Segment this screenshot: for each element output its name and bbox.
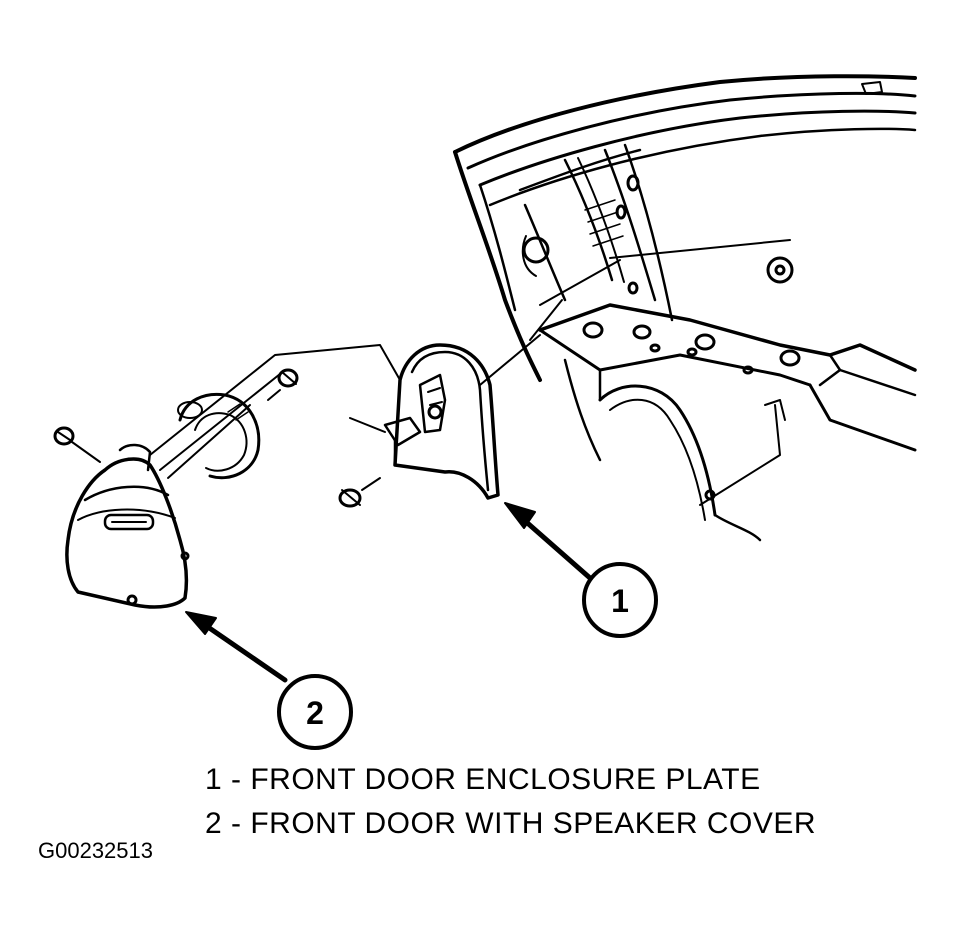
- callout-number-1: 1: [611, 583, 629, 619]
- screw-left: [53, 426, 101, 463]
- callout-arrow-2: [185, 611, 288, 683]
- front-door-enclosure-plate: [338, 334, 541, 508]
- legend-item-1: 1 - FRONT DOOR ENCLOSURE PLATE: [205, 763, 761, 796]
- callout-number-2: 2: [306, 695, 324, 731]
- callout-circle-2: 2: [277, 674, 353, 750]
- vehicle-body-frame: [453, 74, 917, 542]
- callout-circle-1: 1: [582, 562, 658, 638]
- screw-speaker: [267, 368, 299, 401]
- screw-center: [338, 477, 381, 508]
- figure-id: G00232513: [38, 838, 153, 863]
- parts-legend: 1 - FRONT DOOR ENCLOSURE PLATE 2 - FRONT…: [205, 758, 816, 846]
- front-door-with-speaker-cover: [53, 344, 401, 609]
- legend-item-2: 2 - FRONT DOOR WITH SPEAKER COVER: [205, 807, 817, 840]
- callout-arrow-1: [504, 502, 593, 581]
- speaker: [177, 392, 261, 480]
